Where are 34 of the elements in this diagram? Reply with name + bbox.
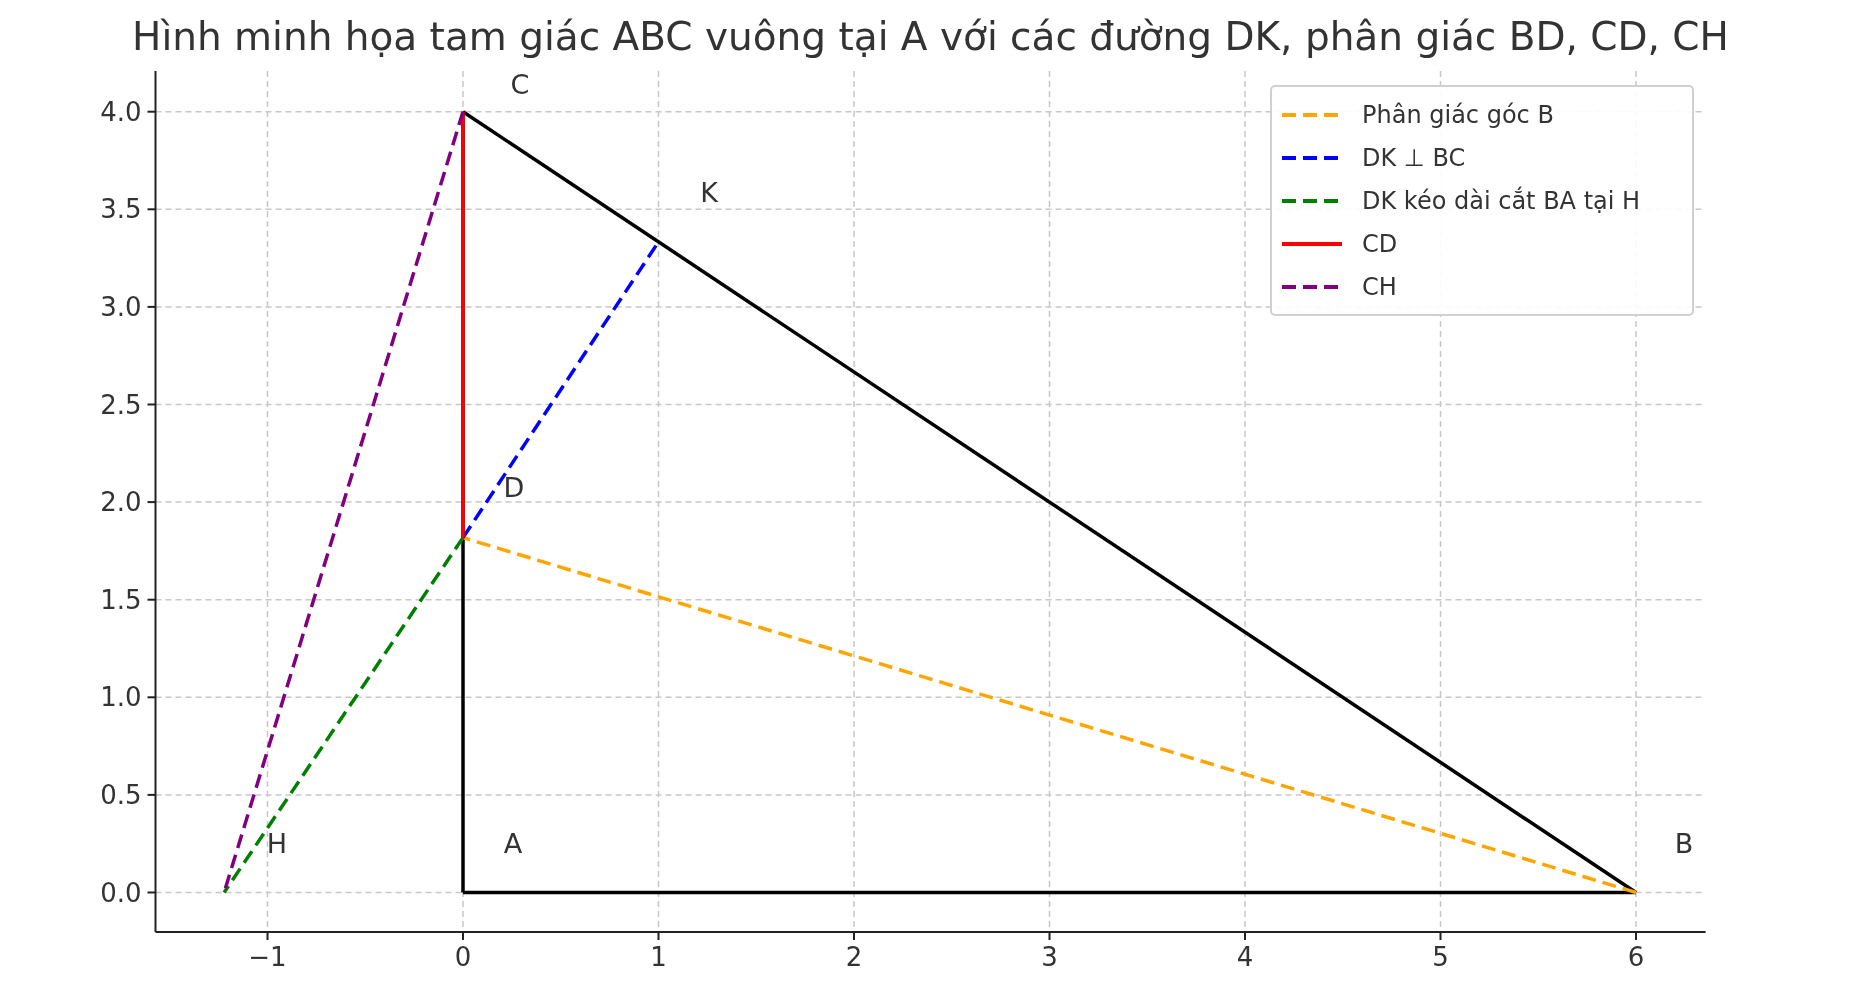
legend-label: CH [1362, 272, 1397, 301]
tick-label: 4 [1236, 942, 1254, 972]
line-segment [461, 111, 465, 538]
chart-title: Hình minh họa tam giác ABC vuông tại A với các đường DK, phân giác BD, CD, CH [131, 14, 1730, 59]
tick-label: 5 [1432, 942, 1449, 972]
line-segment [222, 536, 465, 894]
tick-label: 3.5 [100, 194, 142, 225]
tick-label: −1 [248, 942, 287, 972]
legend-label: DK kéo dài cắt BA tại H [1362, 186, 1641, 215]
tick-label: 0.0 [100, 877, 142, 908]
tick-label: 6 [1627, 942, 1645, 972]
legend-label: Phân giác góc B [1362, 100, 1554, 129]
tick-label: 2.5 [100, 389, 142, 420]
line-segment [462, 535, 1637, 895]
point-label: D [503, 471, 525, 503]
tick-label: 0.5 [100, 779, 142, 810]
tick-label: 0 [454, 942, 472, 972]
point-label: C [510, 68, 530, 100]
tick-label: 3 [1041, 942, 1058, 972]
line-segment [463, 890, 1636, 895]
tick-label: 2.0 [100, 487, 142, 518]
tick-label: 1.5 [100, 584, 142, 615]
tick-label: 4.0 [100, 96, 142, 127]
legend-label: CD [1362, 229, 1398, 258]
point-label: K [700, 176, 718, 208]
tick-label: 2 [845, 942, 863, 972]
line-segment [462, 110, 1637, 894]
point-label: H [266, 827, 288, 859]
tick-label: 1.0 [100, 682, 142, 713]
point-label: B [1674, 827, 1694, 859]
legend-label: DK ⊥ BC [1362, 143, 1466, 172]
point-label: A [503, 827, 523, 859]
tick-label: 1 [650, 942, 667, 972]
tick-label: 3.0 [100, 291, 142, 322]
